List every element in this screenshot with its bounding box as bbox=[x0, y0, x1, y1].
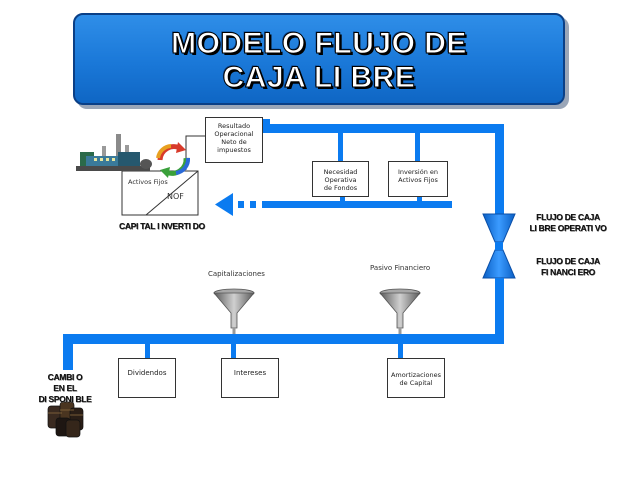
barrels-icon bbox=[47, 401, 84, 438]
dividendos-box: Dividendos bbox=[118, 358, 176, 398]
amortizaciones-line: Amortizaciones bbox=[390, 371, 442, 379]
inversion-line: Inversión en bbox=[397, 168, 439, 176]
hourglass-valve-icon bbox=[482, 213, 516, 279]
resultado-line: Resultado bbox=[217, 122, 251, 130]
capital-invertido-label: CAPI TAL I NVERTI DO bbox=[119, 221, 205, 231]
resultado-box: Resultado Operacional Neto de impuestos bbox=[205, 117, 263, 163]
connector-necesidad bbox=[338, 133, 343, 161]
amortizaciones-box: Amortizaciones de Capital bbox=[387, 358, 445, 398]
flujo-financiero-label: FLUJO DE CAJA FI NANCI ERO bbox=[518, 256, 618, 278]
dividendos-label: Dividendos bbox=[127, 369, 167, 377]
flujo-operativo-line: FLUJO DE CAJA bbox=[536, 212, 600, 222]
title-line-1: MODELO FLUJO DE bbox=[171, 27, 467, 61]
right-down-pipe bbox=[495, 278, 504, 340]
cambio-disponible-label: CAMBI O EN EL DI SPONI BLE bbox=[30, 372, 100, 405]
necesidad-line: Necesidad bbox=[323, 168, 358, 176]
diagram-title: MODELO FLUJO DE CAJA LI BRE bbox=[73, 13, 565, 105]
necesidad-box: Necesidad Operativa de Fondos bbox=[312, 161, 369, 197]
activos-fijos-label: Activos Fijos bbox=[128, 178, 168, 186]
flujo-financiero-line: FI NANCI ERO bbox=[540, 267, 595, 277]
connector-inversion bbox=[415, 133, 420, 161]
necesidad-line: Operativa bbox=[324, 176, 357, 184]
resultado-line: Operacional bbox=[214, 130, 254, 138]
capital-invertido-box bbox=[121, 170, 199, 216]
amortizaciones-line: de Capital bbox=[399, 379, 433, 387]
flujo-operativo-line: LI BRE OPERATI VO bbox=[529, 223, 607, 233]
inversion-box: Inversión en Activos Fijos bbox=[388, 161, 448, 197]
intereses-box: Intereses bbox=[221, 358, 279, 398]
pasivo-financiero-label: Pasivo Financiero bbox=[370, 264, 431, 272]
inversion-line: Activos Fijos bbox=[398, 176, 438, 184]
cambio-line: CAMBI O bbox=[47, 372, 83, 382]
cycle-arrows-icon bbox=[156, 142, 191, 178]
nof-label: NOF bbox=[167, 192, 184, 201]
funnel-icon bbox=[213, 288, 255, 334]
cambio-line: DI SPONI BLE bbox=[38, 394, 92, 404]
flujo-financiero-line: FLUJO DE CAJA bbox=[536, 256, 600, 266]
factory-icon bbox=[76, 134, 152, 171]
resultado-line: impuestos bbox=[217, 146, 251, 154]
title-line-2: CAJA LI BRE bbox=[222, 61, 416, 95]
return-flow-pipe bbox=[215, 193, 452, 216]
funnel-icon bbox=[379, 288, 421, 334]
cambio-line: EN EL bbox=[53, 383, 77, 393]
bottom-flow-pipe bbox=[63, 334, 504, 370]
flujo-operativo-label: FLUJO DE CAJA LI BRE OPERATI VO bbox=[518, 212, 618, 234]
necesidad-line: de Fondos bbox=[323, 184, 358, 192]
top-flow-pipe bbox=[262, 119, 504, 216]
capitalizaciones-label: Capitalizaciones bbox=[208, 270, 265, 278]
intereses-label: Intereses bbox=[233, 369, 267, 377]
resultado-line: Neto de bbox=[221, 138, 247, 146]
